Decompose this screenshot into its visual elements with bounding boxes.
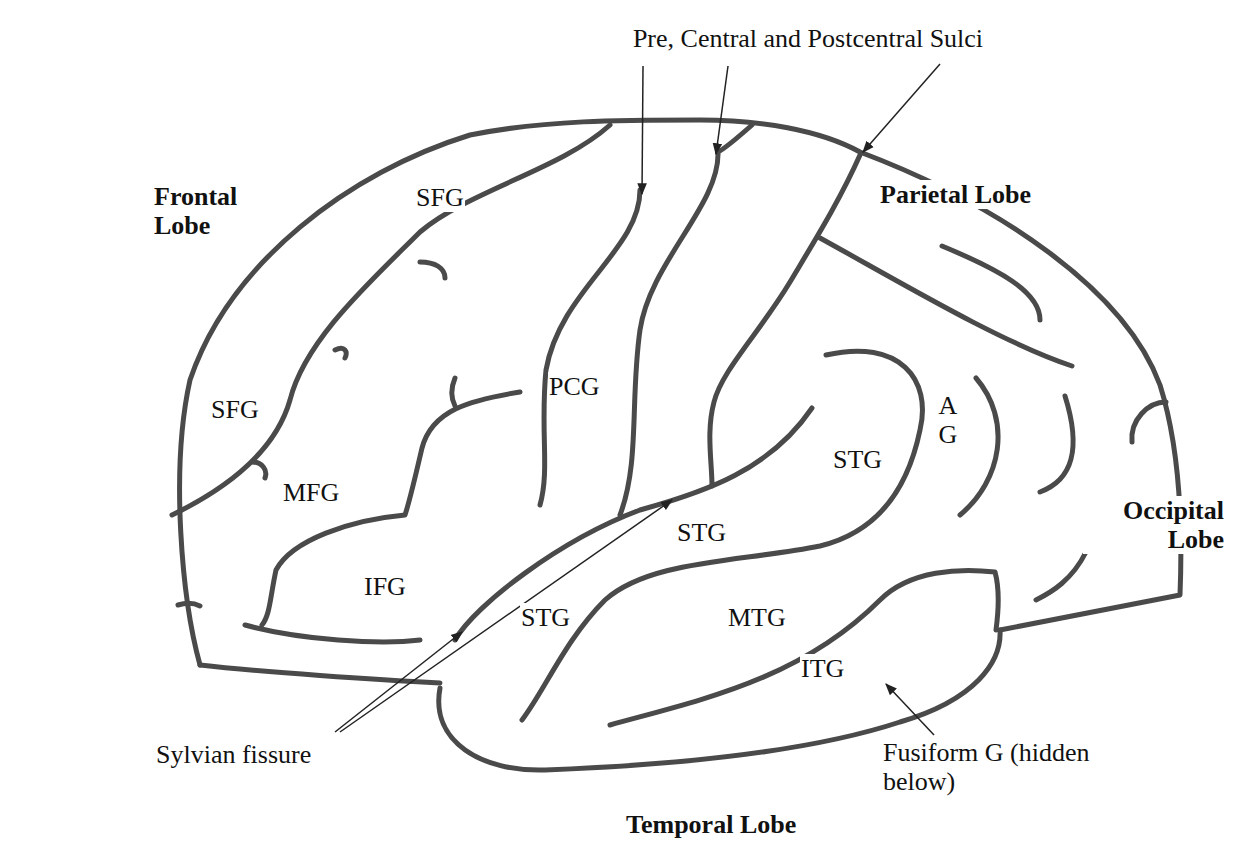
parietal-sulcus	[942, 246, 1040, 320]
occipital-sulcus	[1040, 396, 1073, 492]
angular-sulcus	[960, 378, 998, 515]
superior-temporal-sulcus	[522, 351, 922, 720]
leader-line	[886, 684, 934, 735]
gyrus-label: MFG	[282, 478, 340, 507]
leader-caption: Sylvian fissure	[155, 740, 312, 769]
sulcus-tick	[420, 262, 445, 278]
gyrus-label: STG	[520, 603, 571, 632]
gyrus-label: PCG	[548, 372, 601, 401]
inferior-frontal-sulcus	[262, 392, 520, 625]
leader-caption: Fusiform G (hidden below)	[882, 738, 1092, 796]
leader-line	[863, 64, 940, 152]
sulcus-tick	[452, 378, 455, 406]
gyrus-label: ITG	[800, 654, 845, 683]
gyrus-label: STG	[676, 518, 727, 547]
central-sulcus	[620, 125, 752, 515]
frontal-base	[200, 665, 440, 683]
brain-outline	[180, 120, 1181, 665]
postcentral-sulcus	[710, 155, 860, 486]
leader-line	[340, 500, 672, 732]
gyrus-label: MTG	[727, 603, 787, 632]
lobe-label: Temporal Lobe	[625, 810, 797, 839]
gyrus-label: A G	[934, 391, 962, 449]
gyrus-label: STG	[832, 445, 883, 474]
lobe-label: Parietal Lobe	[872, 180, 1032, 209]
gyrus-label: IFG	[363, 572, 407, 601]
precentral-sulcus	[540, 190, 640, 505]
gyrus-label: SFG	[210, 395, 260, 424]
leader-line	[642, 66, 643, 194]
occipital-sulcus	[1036, 552, 1086, 600]
frontal-edge-tick	[178, 603, 200, 606]
sulcus-tick	[335, 348, 346, 358]
gyrus-label: SFG	[415, 183, 465, 212]
lobe-label: Occipital Lobe	[1083, 496, 1225, 554]
lobe-label: Frontal Lobe	[153, 182, 267, 240]
leader-line	[335, 632, 462, 732]
inferior-temporal-sulcus	[610, 570, 998, 725]
intraparietal-sulcus	[820, 238, 1072, 366]
inferior-frontal-base	[245, 625, 420, 642]
occipital-sulcus	[1132, 402, 1166, 442]
leader-caption: Pre, Central and Postcentral Sulci	[612, 24, 1004, 53]
leader-line	[716, 66, 728, 154]
sulcus-tick	[252, 462, 266, 478]
